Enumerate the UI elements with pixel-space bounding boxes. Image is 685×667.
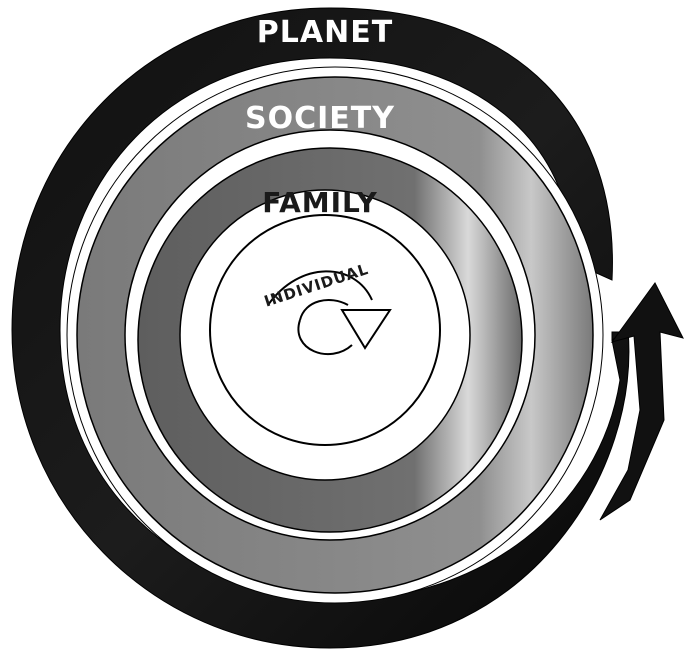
planet-band [11, 7, 669, 649]
individual-spiral [209, 214, 441, 446]
planet-label: PLANET [257, 15, 393, 50]
society-label: SOCIETY [245, 101, 395, 136]
family-label: FAMILY [262, 186, 378, 219]
planet-arrow-icon [599, 282, 684, 521]
individual-arrow-icon [340, 309, 392, 350]
